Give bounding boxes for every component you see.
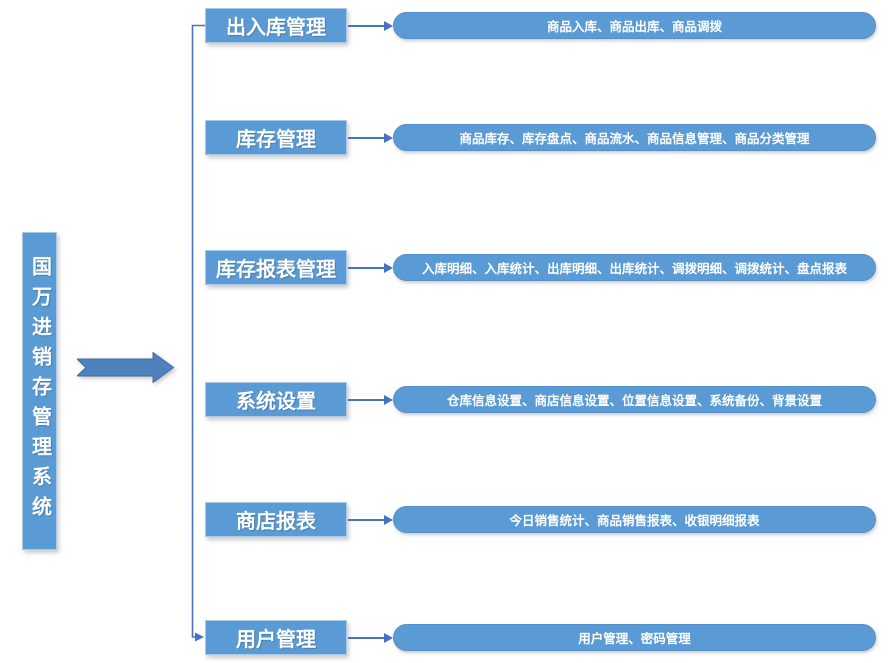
connector-line	[348, 636, 385, 639]
module-label: 库存报表管理	[216, 259, 336, 281]
module-detail-node: 入库明细、入库统计、出库明细、出库统计、调拨明细、调拨统计、盘点报表	[393, 254, 876, 281]
arrow-right-icon	[384, 132, 393, 143]
connector-line	[348, 24, 385, 27]
module-label: 商店报表	[236, 511, 316, 533]
module-node: 用户管理	[205, 620, 347, 655]
system-root-node: 国万进销存管理系统	[22, 232, 57, 550]
arrow-right-icon	[384, 394, 393, 405]
module-detail-node: 用户管理、密码管理	[393, 624, 876, 651]
module-label: 库存管理	[236, 129, 316, 151]
module-node: 出入库管理	[205, 8, 347, 43]
connector-line	[348, 136, 385, 139]
arrow-right-icon	[384, 632, 393, 643]
arrow-right-icon	[384, 262, 393, 273]
connector-line	[348, 518, 385, 521]
module-label: 系统设置	[236, 391, 316, 413]
module-detail-label: 商品入库、商品出库、商品调拨	[546, 20, 722, 34]
module-detail-label: 入库明细、入库统计、出库明细、出库统计、调拨明细、调拨统计、盘点报表	[421, 262, 847, 276]
module-detail-node: 今日销售统计、商品销售报表、收银明细报表	[393, 506, 876, 533]
arrow-right-icon	[384, 514, 393, 525]
module-detail-label: 今日销售统计、商品销售报表、收银明细报表	[509, 514, 760, 528]
module-detail-node: 商品入库、商品出库、商品调拨	[393, 12, 876, 39]
module-node: 商店报表	[205, 502, 347, 537]
arrow-right-icon	[384, 20, 393, 31]
module-detail-label: 商品库存、库存盘点、商品流水、商品信息管理、商品分类管理	[459, 132, 810, 146]
connector-line	[348, 266, 385, 269]
module-node: 库存报表管理	[205, 250, 347, 285]
module-detail-label: 用户管理、密码管理	[578, 632, 691, 646]
notched-right-arrow-icon	[77, 352, 174, 383]
module-detail-node: 仓库信息设置、商店信息设置、位置信息设置、系统备份、背景设置	[393, 386, 876, 413]
module-label: 用户管理	[236, 629, 316, 651]
module-detail-label: 仓库信息设置、商店信息设置、位置信息设置、系统备份、背景设置	[446, 394, 822, 408]
arrow-right-icon	[195, 632, 204, 642]
module-label: 出入库管理	[226, 17, 326, 39]
system-root-label: 国万进销存管理系统	[28, 256, 51, 526]
connector-line	[348, 398, 385, 401]
module-detail-node: 商品库存、库存盘点、商品流水、商品信息管理、商品分类管理	[393, 124, 876, 151]
module-node: 库存管理	[205, 120, 347, 155]
module-node: 系统设置	[205, 382, 347, 417]
